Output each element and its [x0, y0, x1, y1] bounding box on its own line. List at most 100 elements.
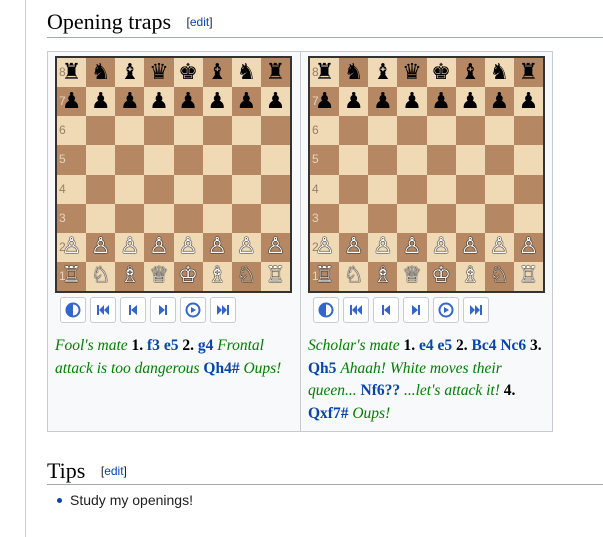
board-square[interactable]: ♟	[397, 87, 427, 117]
board-square[interactable]: ♟	[339, 87, 369, 117]
board-square[interactable]: 4	[310, 174, 340, 204]
board-square[interactable]: 2♙	[310, 232, 340, 262]
board-square[interactable]	[260, 116, 290, 146]
board-square[interactable]: 3	[57, 203, 87, 233]
board-square[interactable]	[202, 145, 232, 175]
board-square[interactable]	[115, 203, 145, 233]
board-square[interactable]	[115, 174, 145, 204]
edit-link[interactable]: edit	[189, 15, 210, 29]
chess-piece-icon[interactable]: ♘	[489, 263, 510, 289]
board-square[interactable]	[173, 174, 203, 204]
board-square[interactable]: ♞	[339, 58, 369, 88]
board-square[interactable]: 7♟	[310, 87, 340, 117]
chess-piece-icon[interactable]: ♟	[149, 88, 169, 114]
board-square[interactable]: ♗	[115, 261, 145, 291]
chess-piece-icon[interactable]: ♜	[265, 59, 286, 85]
board-square[interactable]	[484, 116, 514, 146]
chess-piece-icon[interactable]: ♚	[178, 59, 198, 85]
chess-piece-icon[interactable]: ♙	[149, 234, 169, 260]
chess-piece-icon[interactable]: ♙	[207, 234, 228, 260]
board-square[interactable]	[455, 145, 485, 175]
board-square[interactable]: 7♟	[57, 87, 87, 117]
board-square[interactable]: ♟	[426, 87, 456, 117]
board-square[interactable]: ♘	[339, 261, 369, 291]
board-square[interactable]: ♝	[202, 58, 232, 88]
board-square[interactable]: ♚	[173, 58, 203, 88]
board-square[interactable]: 8♜	[310, 58, 340, 88]
go-to-start-button[interactable]	[90, 297, 116, 323]
board-square[interactable]: ♟	[173, 87, 203, 117]
board-square[interactable]: ♙	[115, 232, 145, 262]
board-square[interactable]: ♙	[397, 232, 427, 262]
board-square[interactable]: ♖	[513, 261, 543, 291]
board-square[interactable]: ♜	[260, 58, 290, 88]
move-link[interactable]: f3	[147, 337, 160, 354]
board-square[interactable]: ♙	[426, 232, 456, 262]
board-square[interactable]	[260, 203, 290, 233]
board-square[interactable]	[455, 174, 485, 204]
board-square[interactable]: ♞	[484, 58, 514, 88]
board-square[interactable]	[202, 174, 232, 204]
board-square[interactable]: ♛	[144, 58, 174, 88]
step-forward-button[interactable]	[150, 297, 176, 323]
chess-piece-icon[interactable]: ♟	[61, 88, 82, 114]
chess-piece-icon[interactable]: ♗	[372, 263, 393, 289]
chess-piece-icon[interactable]: ♕	[402, 263, 422, 289]
move-link[interactable]: Qxf7#	[308, 404, 349, 422]
board-square[interactable]	[86, 116, 116, 146]
board-square[interactable]: ♜	[513, 58, 543, 88]
go-to-end-button[interactable]	[463, 297, 489, 323]
chess-piece-icon[interactable]: ♕	[149, 263, 169, 289]
board-square[interactable]: ♔	[426, 261, 456, 291]
board-square[interactable]: ♙	[260, 232, 290, 262]
board-square[interactable]	[86, 203, 116, 233]
move-link[interactable]: e5	[163, 337, 179, 354]
chess-piece-icon[interactable]: ♘	[236, 263, 257, 289]
board-square[interactable]	[144, 145, 174, 175]
chess-piece-icon[interactable]: ♞	[343, 59, 364, 85]
board-square[interactable]	[115, 116, 145, 146]
move-link[interactable]: Nc6	[500, 337, 527, 354]
chess-piece-icon[interactable]: ♙	[119, 234, 140, 260]
chess-piece-icon[interactable]: ♟	[402, 88, 422, 114]
board-square[interactable]: ♙	[173, 232, 203, 262]
board-square[interactable]	[260, 174, 290, 204]
chess-piece-icon[interactable]: ♟	[236, 88, 257, 114]
board-square[interactable]	[202, 203, 232, 233]
flip-board-button[interactable]	[60, 297, 86, 323]
board-square[interactable]: ♟	[368, 87, 398, 117]
chess-piece-icon[interactable]: ♟	[518, 88, 539, 114]
chess-piece-icon[interactable]: ♟	[343, 88, 364, 114]
chess-piece-icon[interactable]: ♜	[61, 59, 82, 85]
chess-piece-icon[interactable]: ♗	[460, 263, 481, 289]
move-link[interactable]: Bc4	[471, 337, 497, 354]
board-square[interactable]: ♙	[484, 232, 514, 262]
board-square[interactable]: ♙	[86, 232, 116, 262]
board-square[interactable]	[173, 116, 203, 146]
board-square[interactable]: ♕	[397, 261, 427, 291]
board-square[interactable]: ♗	[368, 261, 398, 291]
chess-piece-icon[interactable]: ♙	[431, 234, 451, 260]
board-square[interactable]: 1♖	[57, 261, 87, 291]
board-square[interactable]: ♙	[368, 232, 398, 262]
chess-piece-icon[interactable]: ♗	[119, 263, 140, 289]
board-square[interactable]: ♙	[144, 232, 174, 262]
board-square[interactable]: ♚	[426, 58, 456, 88]
board-square[interactable]	[339, 203, 369, 233]
board-square[interactable]: 3	[310, 203, 340, 233]
board-square[interactable]: ♟	[484, 87, 514, 117]
board-square[interactable]: ♗	[202, 261, 232, 291]
chess-piece-icon[interactable]: ♖	[61, 263, 82, 289]
chess-piece-icon[interactable]: ♖	[518, 263, 539, 289]
board-square[interactable]	[484, 145, 514, 175]
chess-piece-icon[interactable]: ♙	[178, 234, 198, 260]
board-square[interactable]: ♙	[231, 232, 261, 262]
edit-link[interactable]: edit	[104, 464, 124, 478]
chess-piece-icon[interactable]: ♗	[207, 263, 228, 289]
board-square[interactable]: ♟	[86, 87, 116, 117]
board-square[interactable]: ♟	[455, 87, 485, 117]
chess-piece-icon[interactable]: ♝	[207, 59, 228, 85]
chess-piece-icon[interactable]: ♟	[372, 88, 393, 114]
